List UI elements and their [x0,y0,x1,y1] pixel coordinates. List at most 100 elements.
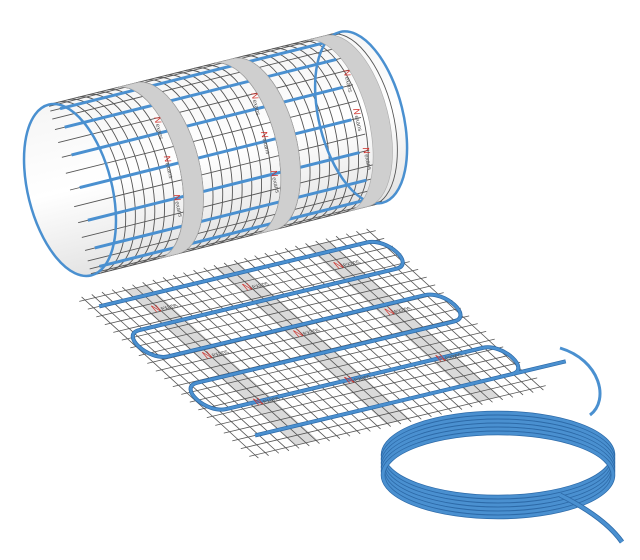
heating-cable [79,118,352,190]
logo-mark: N [162,154,173,163]
logo-mark: N [361,146,372,155]
mesh-wire [58,69,350,143]
mesh-wire [96,246,392,317]
logo-text: exans [251,99,261,116]
mesh-wire [181,324,477,395]
logo-mark: N [291,328,308,339]
tape-band [213,57,301,235]
logo-mark: N [342,375,359,386]
logo-text: exans [208,348,232,359]
mesh-wire [113,262,409,333]
mesh-wire [198,339,494,410]
logo-text: exans [270,177,280,194]
mesh-wire [122,269,418,340]
mesh-wire [74,133,366,208]
rolled-mat: NexansNexansNexansNexansNexansNexansNexa… [22,30,409,278]
mesh-wire [52,45,344,120]
logo-text: exans [154,123,164,140]
logo-mark: N [351,107,362,116]
logo-text: exans [353,115,363,132]
mesh-wire [81,164,374,238]
logo-text: exans [173,201,183,218]
mesh-wire [87,187,379,262]
mesh-wire [224,362,520,433]
heating-cable [71,85,344,157]
logo-text: exans [350,373,374,384]
logo-mark: N [199,350,216,361]
tape-band [116,81,204,259]
logo-mark: N [341,68,352,77]
mesh-wire [215,355,511,426]
logo-text: exans [339,258,363,269]
mesh-wire [241,378,537,449]
logo-mark: N [249,91,260,100]
logo-text: exans [163,162,173,179]
logo-mark: N [259,130,270,139]
logo-text: exans [261,138,271,155]
logo-mark: N [171,193,182,202]
logo-text: exans [248,280,272,291]
heating-cable [99,197,372,268]
mesh-wire [190,331,486,402]
mesh-wire [48,31,340,106]
logo-text: exans [390,304,414,315]
cable-lead [559,346,602,417]
mesh-ring [329,33,398,206]
logo-mark: N [148,304,165,315]
heating-cable-end [313,30,409,205]
mesh-wire [65,100,358,174]
mesh-wire [130,277,426,348]
logo-mark: N [382,307,399,318]
mesh-wire [91,202,383,276]
logo-mark: N [152,116,163,125]
logo-mark: N [269,169,280,178]
heating-cable [87,151,360,222]
roll-body: NexansNexansNexansNexansNexansNexansNexa… [22,30,409,278]
logo-text: exans [362,154,372,171]
logo-mark: N [250,397,267,408]
mesh-wire [79,231,375,302]
mesh-wire [49,33,341,107]
mesh-wire [139,285,435,356]
heating-cable [59,39,333,111]
logo-text: exans [299,326,323,337]
tape-band [305,34,393,212]
cable-tail [559,493,624,543]
logo-text: exans [441,351,465,362]
heating-cable [94,178,367,250]
mesh-wire [105,254,401,325]
logo-mark: N [433,353,450,364]
logo-mark: N [331,260,348,271]
cable-coil [380,346,625,544]
mesh-wire [156,300,452,371]
flat-mat: NexansNexansNexansNexansNexansNexansNexa… [76,219,586,460]
logo-text: exans [259,394,283,405]
logo-text: exans [157,301,181,312]
coil-loop [381,431,615,519]
mesh-wire [249,386,545,457]
mesh-wire [90,200,383,275]
mesh-wire [164,308,460,379]
logo-text: exans [343,76,353,93]
mesh-wire [207,347,503,418]
